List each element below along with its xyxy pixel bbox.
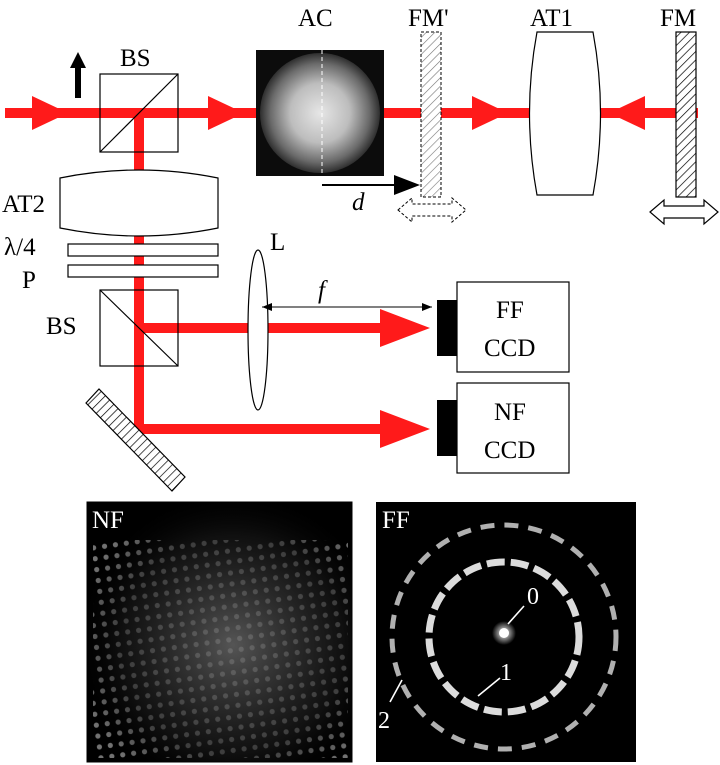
fm-prime-label: FM'	[408, 5, 449, 32]
at1-lens	[528, 31, 602, 196]
ff-ccd-label-1: FF	[496, 297, 524, 324]
p-label: P	[22, 267, 36, 294]
beam-arrow-1	[32, 96, 68, 130]
f-label: f	[318, 277, 328, 304]
d-arrow	[322, 175, 420, 195]
up-arrow-icon	[70, 52, 86, 98]
nf-panel	[86, 501, 353, 763]
beam-splitter-top	[99, 73, 179, 153]
nf-beam-arrow	[380, 410, 430, 448]
focal-length-indicator	[262, 303, 432, 311]
lens-l	[247, 249, 269, 411]
quarter-wave-plate	[67, 243, 219, 257]
bs-top-label: BS	[120, 45, 151, 72]
order-2-label: 2	[378, 708, 390, 734]
beam-arrow-4	[609, 96, 645, 130]
fm-mirror	[675, 31, 697, 198]
nf-ccd	[437, 382, 570, 474]
at2-label: AT2	[2, 191, 45, 218]
fm-prime-mirror	[420, 31, 442, 198]
beam-arrow-3	[472, 96, 508, 130]
ac-image	[256, 50, 384, 182]
d-label: d	[352, 189, 365, 216]
at1-label: AT1	[530, 5, 573, 32]
nf-ccd-label-1: NF	[494, 399, 526, 426]
l-label: L	[270, 229, 285, 256]
ff-panel	[376, 502, 636, 762]
lambda4-label: λ/4	[4, 234, 36, 261]
polarizer	[67, 264, 219, 278]
at2-lens	[59, 169, 219, 237]
ff-beam-arrow	[380, 309, 430, 347]
ff-ccd-label-2: CCD	[484, 335, 535, 362]
order-0-label: 0	[527, 584, 539, 610]
beam-splitter-bottom	[99, 289, 179, 367]
order-1-label: 1	[500, 660, 512, 686]
ac-label: AC	[298, 5, 333, 32]
beam-arrow-2	[208, 96, 244, 130]
fm-double-arrow-icon	[649, 198, 719, 226]
nf-panel-label: NF	[92, 507, 124, 534]
ff-panel-label: FF	[382, 507, 410, 534]
fm-label: FM	[660, 5, 696, 32]
ff-ccd	[437, 281, 570, 373]
bs-bottom-label: BS	[46, 313, 77, 340]
fm-prime-double-arrow-icon	[397, 196, 467, 224]
lower-mirror	[85, 388, 186, 492]
nf-ccd-label-2: CCD	[484, 437, 535, 464]
